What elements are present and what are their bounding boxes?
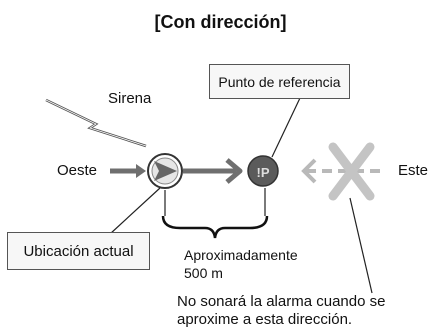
svg-text:!P: !P [257, 165, 270, 180]
current-location-box: Ubicación actual [7, 232, 150, 270]
reference-point-label: Punto de referencia [218, 73, 341, 90]
distance-brace [161, 215, 269, 239]
note-line-2: aproxime a esta dirección. [177, 311, 353, 328]
reference-point-icon: !P [247, 155, 279, 187]
note-line-1: No sonará la alarma cuando se [177, 293, 386, 310]
east-label: Este [398, 162, 429, 179]
current-location-label: Ubicación actual [23, 242, 134, 260]
navigation-arrow-icon [147, 153, 183, 189]
dashed-arrow [301, 158, 317, 184]
distance-line-2: 500 m [184, 265, 223, 281]
distance-line-1: Aproximadamente [184, 247, 298, 263]
cross-mark-icon [328, 142, 375, 201]
siren-label: Sirena [108, 90, 152, 107]
west-label: Oeste [57, 162, 98, 179]
diagram-title: [Con dirección] [154, 12, 287, 32]
reference-point-box: Punto de referencia [209, 64, 350, 99]
